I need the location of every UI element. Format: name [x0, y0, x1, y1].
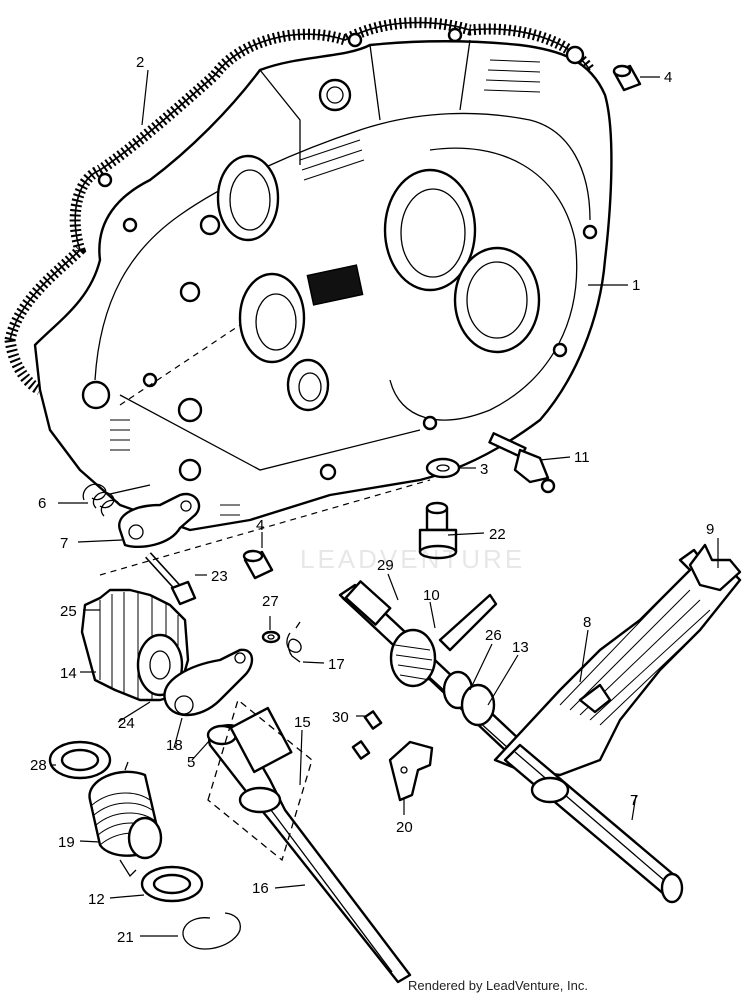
stopper-bracket	[388, 740, 434, 802]
washer-small	[425, 457, 461, 479]
callout-20: 19	[58, 834, 75, 851]
washer-28	[261, 630, 281, 644]
callout-13: 12	[88, 891, 105, 908]
washer-13	[140, 865, 204, 903]
gasket	[4, 17, 595, 395]
callout-18: 17	[328, 656, 345, 673]
drain-bolt	[488, 432, 556, 494]
callout-labels: 2 4 1 11 3 22 4 23 6 7 29 10 26 13 8 9 7…	[30, 54, 714, 946]
callout-5: 5	[187, 754, 195, 771]
thrust-washer	[48, 740, 112, 780]
circlip	[182, 912, 241, 950]
callout-14: 13	[512, 639, 529, 656]
callout-30: 29	[377, 557, 394, 574]
flange-bolt	[418, 501, 458, 560]
hex-bolt	[145, 552, 197, 606]
callout-12: 11	[574, 449, 590, 466]
callout-3: 3	[480, 461, 488, 478]
dowel-pin-lower	[242, 549, 274, 580]
callout-4-lower: 4	[256, 517, 264, 534]
callout-4-top: 4	[664, 69, 672, 86]
torsion-spring	[286, 621, 302, 663]
callout-27: 26	[485, 627, 502, 644]
callout-8: 7	[630, 792, 638, 809]
callout-6: 6	[38, 495, 46, 512]
callout-29: 28	[30, 757, 47, 774]
shift-drum-shaft	[338, 580, 522, 752]
callout-16: 15	[294, 714, 311, 731]
small-bolts	[351, 710, 383, 760]
callout-17: 16	[252, 880, 269, 897]
watermark: LEADVENTURE	[300, 544, 525, 574]
callout-21: 20	[396, 819, 413, 836]
callout-2: 2	[136, 54, 144, 71]
kick-starter-shaft	[206, 698, 412, 984]
shift-plate	[163, 648, 254, 717]
callout-15: 14	[60, 665, 77, 682]
return-spring	[82, 483, 151, 517]
kick-spring	[88, 761, 163, 878]
callout-22: 21	[117, 929, 134, 946]
callout-9: 8	[583, 614, 591, 631]
callout-26: 25	[60, 603, 77, 620]
callout-10: 9	[706, 521, 714, 538]
shift-fork-assembly	[493, 543, 742, 904]
callout-1: 1	[632, 277, 640, 294]
callout-23: 22	[489, 526, 506, 543]
callout-7: 7	[60, 535, 68, 552]
callout-25: 24	[118, 715, 135, 732]
crankcase	[33, 27, 613, 532]
dowel-pin	[612, 64, 642, 92]
render-credit: Rendered by LeadVenture, Inc.	[408, 978, 588, 993]
callout-24: 23	[211, 568, 228, 585]
leader-lines	[52, 69, 719, 937]
callout-28: 27	[262, 593, 279, 610]
callout-19: 18	[166, 737, 183, 754]
stopper-plate	[118, 492, 201, 549]
callout-31: 30	[332, 709, 349, 726]
callout-11: 10	[423, 587, 440, 604]
